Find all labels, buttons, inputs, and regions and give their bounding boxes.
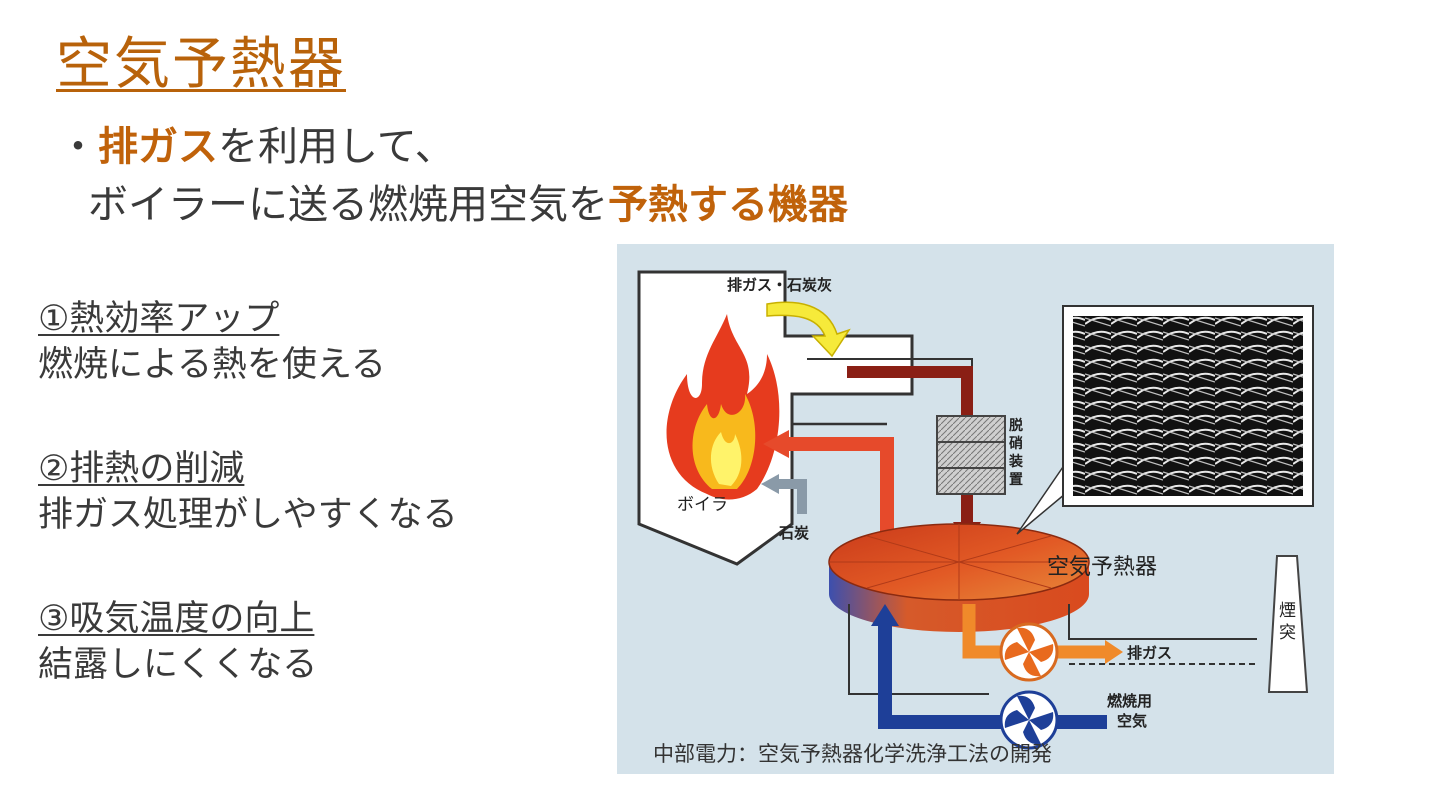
exhaust-fan-icon — [999, 622, 1059, 682]
air-preheater-diagram: 排ガス・石炭灰 ボイラ 石炭 脱 硝 装 置 空気予熱器 煙 突 排ガス 燃焼用… — [617, 244, 1334, 774]
air-preheater-rotor — [828, 523, 1090, 632]
exhaust-arrow — [962, 604, 1107, 659]
lead-text-1: を利用して、 — [218, 124, 455, 170]
air-fan-icon — [999, 690, 1059, 750]
lead-text-2: ボイラーに送る燃焼用空気を — [88, 182, 608, 228]
ash-arrow — [766, 301, 851, 358]
benefit-item: ③吸気温度の向上 結露しにくくなる — [38, 596, 458, 688]
label-boiler: ボイラ — [677, 495, 728, 515]
benefit-description: 排ガス処理がしやすくなる — [38, 495, 458, 535]
lead-highlight-exhaust: 排ガス — [98, 124, 218, 170]
label-chimney: 突 — [1279, 623, 1296, 643]
lead-line-2: ボイラーに送る燃焼用空気を予熱する機器 — [58, 176, 848, 234]
figure-caption: 中部電力：空気予熱器化学洗浄工法の開発 — [653, 742, 1052, 766]
label-combustion-air: 空気 — [1117, 712, 1147, 730]
label-denitration: 脱 — [1009, 417, 1023, 434]
label-chimney: 煙 — [1279, 601, 1296, 621]
label-coal: 石炭 — [778, 524, 809, 542]
flame-icon — [666, 314, 780, 500]
label-denitration: 硝 — [1009, 435, 1023, 452]
page-title: 空気予熱器 — [56, 32, 346, 97]
coal-arrow — [777, 479, 807, 514]
chimney-icon — [1267, 555, 1309, 693]
benefit-heading: ①熱効率アップ — [38, 299, 280, 339]
label-air-preheater: 空気予熱器 — [1047, 555, 1157, 580]
benefit-description: 燃焼による熱を使える — [38, 345, 386, 385]
benefit-list: ①熱効率アップ 燃焼による熱を使える ②排熱の削減 排ガス処理がしやすくなる ③… — [38, 296, 458, 746]
benefit-item: ①熱効率アップ 燃焼による熱を使える — [38, 296, 458, 388]
label-denitration: 置 — [1009, 471, 1023, 488]
benefit-description: 結露しにくくなる — [38, 645, 318, 685]
label-exhaust-coal-ash: 排ガス・石炭灰 — [727, 276, 832, 294]
heat-element-closeup — [1016, 305, 1314, 535]
lead-highlight-preheat: 予熱する機器 — [608, 182, 848, 228]
benefit-item: ②排熱の削減 排ガス処理がしやすくなる — [38, 446, 458, 538]
label-exhaust-gas: 排ガス — [1127, 644, 1172, 662]
benefit-heading: ②排熱の削減 — [38, 449, 245, 489]
bullet-mark: ・ — [58, 124, 98, 170]
lead-line-1: ・排ガスを利用して、 — [58, 124, 455, 170]
denitration-device — [936, 415, 1006, 495]
diagram-svg: 排ガス・石炭灰 ボイラ 石炭 脱 硝 装 置 空気予熱器 煙 突 排ガス 燃焼用… — [637, 270, 1314, 750]
benefit-heading: ③吸気温度の向上 — [38, 599, 315, 639]
lead-text: ・排ガスを利用して、 ボイラーに送る燃焼用空気を予熱する機器 — [58, 118, 848, 234]
label-combustion-air: 燃焼用 — [1107, 692, 1152, 710]
label-denitration: 装 — [1008, 453, 1024, 470]
